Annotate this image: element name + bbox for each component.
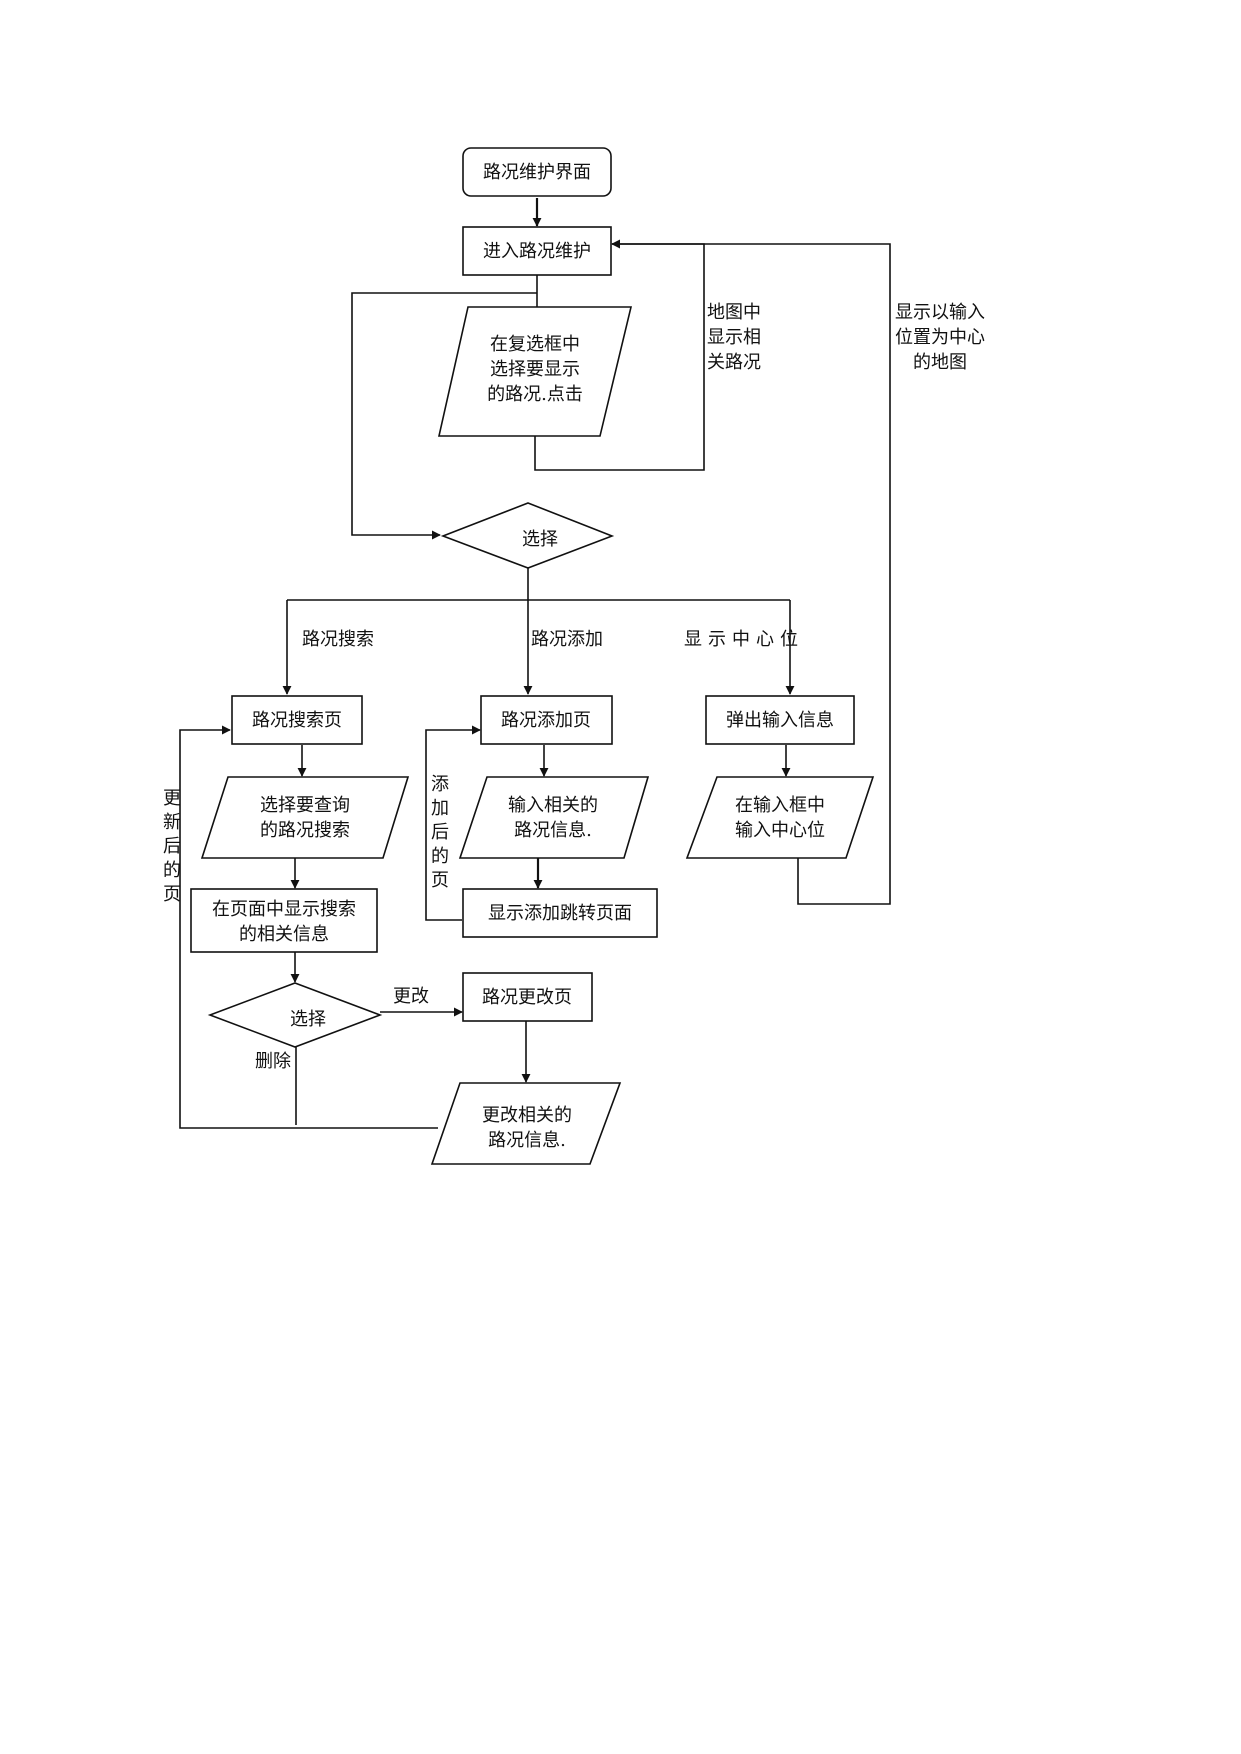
label-updated-page-char-2: 新 <box>163 812 181 833</box>
search-result-line-1: 在页面中显示搜索 <box>212 899 356 920</box>
label-map-show-line-2: 显示相 <box>707 327 761 348</box>
start-node-label: 路况维护界面 <box>483 162 591 183</box>
label-after-add: 添 加 后 的 页 <box>431 774 449 891</box>
checkbox-select-line-2: 选择要显示 <box>490 359 580 380</box>
choose-main-label: 选择 <box>522 529 558 550</box>
label-updated-page-char-1: 更 <box>163 788 181 809</box>
label-after-add-char-1: 添 <box>431 774 449 795</box>
search-page-label: 路况搜索页 <box>252 710 342 731</box>
modify-input-node[interactable]: 更改相关的 路况信息. <box>430 1082 622 1165</box>
label-after-add-char-5: 页 <box>431 870 449 891</box>
label-map-show-line-1: 地图中 <box>707 302 761 323</box>
popup-input-label: 弹出输入信息 <box>726 710 834 731</box>
enter-maintenance-node[interactable]: 进入路况维护 <box>462 226 612 276</box>
search-result-line-2: 的相关信息 <box>239 924 329 945</box>
choose-sub-decision[interactable]: 选择 <box>207 982 383 1048</box>
popup-input-node[interactable]: 弹出输入信息 <box>705 695 855 745</box>
modify-input-line-1: 更改相关的 <box>482 1105 572 1126</box>
checkbox-select-line-3: 的路况.点击 <box>487 384 583 405</box>
search-input-line-1: 选择要查询 <box>260 795 350 816</box>
label-after-add-char-2: 加 <box>431 798 449 819</box>
choose-main-decision[interactable]: 选择 <box>440 502 615 569</box>
enter-maintenance-label: 进入路况维护 <box>483 241 591 262</box>
label-add: 路况添加 <box>531 629 603 650</box>
label-updated-page: 更 新 后 的 页 <box>163 788 181 905</box>
add-result-label: 显示添加跳转页面 <box>488 903 632 924</box>
label-center-map: 显示以输入 位置为中心 的地图 <box>895 302 985 373</box>
add-input-line-2: 路况信息. <box>514 820 592 841</box>
edge-enter-left-bypass <box>351 292 537 540</box>
label-after-add-char-3: 后 <box>431 822 449 843</box>
search-input-node[interactable]: 选择要查询 的路况搜索 <box>200 776 410 859</box>
search-input-line-2: 的路况搜索 <box>260 820 350 841</box>
modify-page-label: 路况更改页 <box>482 987 572 1008</box>
checkbox-select-node[interactable]: 在复选框中 选择要显示 的路况.点击 <box>438 306 633 437</box>
add-input-node[interactable]: 输入相关的 路况信息. <box>458 776 650 859</box>
label-updated-page-char-3: 后 <box>163 836 181 857</box>
add-page-label: 路况添加页 <box>501 710 591 731</box>
modify-page-node[interactable]: 路况更改页 <box>462 972 593 1022</box>
add-result-node[interactable]: 显示添加跳转页面 <box>462 888 658 938</box>
center-input-line-2: 输入中心位 <box>735 820 825 841</box>
center-input-node[interactable]: 在输入框中 输入中心位 <box>685 776 875 859</box>
label-modify: 更改 <box>393 986 429 1007</box>
label-delete: 删除 <box>255 1051 291 1072</box>
label-center-map-line-1: 显示以输入 <box>895 302 985 323</box>
label-updated-page-char-4: 的 <box>163 860 181 881</box>
label-map-show: 地图中 显示相 关路况 <box>707 302 761 373</box>
search-page-node[interactable]: 路况搜索页 <box>231 695 363 745</box>
label-center-map-line-2: 位置为中心 <box>895 327 985 348</box>
center-input-line-1: 在输入框中 <box>735 795 825 816</box>
edge-center-map-loop <box>611 239 891 905</box>
modify-input-line-2: 路况信息. <box>488 1130 566 1151</box>
edge-after-add-loop <box>425 725 481 921</box>
label-center-map-line-3: 的地图 <box>913 352 967 373</box>
add-page-node[interactable]: 路况添加页 <box>480 695 613 745</box>
checkbox-select-line-1: 在复选框中 <box>490 334 580 355</box>
choose-sub-label: 选择 <box>290 1009 326 1030</box>
label-map-show-line-3: 关路况 <box>707 352 761 373</box>
add-input-line-1: 输入相关的 <box>508 795 598 816</box>
edge-updated-page-loop <box>179 725 438 1129</box>
label-after-add-char-4: 的 <box>431 846 449 867</box>
label-center: 显示中心位 <box>684 629 804 650</box>
search-result-node[interactable]: 在页面中显示搜索 的相关信息 <box>190 888 378 953</box>
start-node[interactable]: 路况维护界面 <box>462 147 612 197</box>
label-search: 路况搜索 <box>302 629 374 650</box>
label-updated-page-char-5: 页 <box>163 884 181 905</box>
